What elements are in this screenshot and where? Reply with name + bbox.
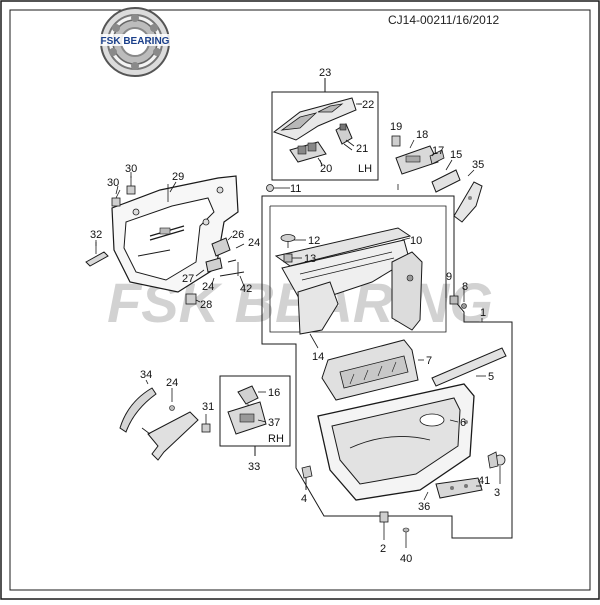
callout-16: 16 bbox=[268, 387, 280, 399]
callout-17: 17 bbox=[432, 145, 444, 157]
callout-34: 34 bbox=[140, 369, 152, 381]
callout-26: 26 bbox=[232, 229, 244, 241]
grab-handle-34 bbox=[119, 387, 211, 461]
armrest-7 bbox=[321, 339, 419, 401]
clips-12-13 bbox=[280, 234, 296, 263]
callout-1: 1 bbox=[480, 307, 486, 319]
label-lh: LH bbox=[358, 163, 372, 175]
callout-3: 3 bbox=[494, 487, 500, 499]
callout-31: 31 bbox=[202, 401, 214, 413]
side-trim-9 bbox=[391, 251, 467, 331]
callout-19: 19 bbox=[390, 121, 402, 133]
callout-29: 29 bbox=[172, 171, 184, 183]
callout-30b: 30 bbox=[107, 177, 119, 189]
callout-37: 37 bbox=[268, 417, 280, 429]
inner-handle-parts bbox=[391, 135, 483, 223]
leader-lines bbox=[95, 103, 501, 501]
callout-35: 35 bbox=[472, 159, 484, 171]
callout-8: 8 bbox=[462, 281, 468, 293]
callout-14: 14 bbox=[312, 351, 324, 363]
callout-18: 18 bbox=[416, 129, 428, 141]
callout-labels: 23 22 21 20 LH 30 30 29 32 26 24 27 24 2… bbox=[90, 67, 500, 565]
callout-42: 42 bbox=[240, 283, 252, 295]
callout-41: 41 bbox=[478, 475, 490, 487]
screw-11 bbox=[266, 184, 284, 192]
callout-9: 9 bbox=[446, 271, 452, 283]
label-rh: RH bbox=[268, 433, 284, 445]
callout-24b: 24 bbox=[202, 281, 214, 293]
callout-13: 13 bbox=[304, 253, 316, 265]
callout-15: 15 bbox=[450, 149, 462, 161]
callout-7: 7 bbox=[426, 355, 432, 367]
clip-30 bbox=[111, 176, 136, 207]
trim-strip-5 bbox=[431, 347, 507, 387]
callout-11: 11 bbox=[290, 183, 301, 195]
bearing-logo: FSK BEARING bbox=[96, 7, 174, 77]
callout-23: 23 bbox=[319, 67, 331, 79]
callout-40: 40 bbox=[400, 553, 412, 565]
callout-30a: 30 bbox=[125, 163, 137, 175]
switch-group-23 bbox=[271, 78, 379, 181]
callout-28: 28 bbox=[200, 299, 212, 311]
callout-33: 33 bbox=[248, 461, 260, 473]
callout-27: 27 bbox=[182, 273, 194, 285]
callout-21: 21 bbox=[356, 143, 368, 155]
callout-22: 22 bbox=[362, 99, 374, 111]
callout-12: 12 bbox=[308, 235, 320, 247]
drawing-date: 11/16/2012 bbox=[440, 13, 499, 27]
latch-parts bbox=[185, 237, 245, 305]
handle-32 bbox=[85, 242, 109, 267]
cap-3 bbox=[487, 451, 506, 469]
map-pocket bbox=[297, 281, 339, 335]
callout-10: 10 bbox=[410, 235, 422, 247]
callout-36: 36 bbox=[418, 501, 430, 513]
callout-24c: 24 bbox=[166, 377, 178, 389]
callout-20: 20 bbox=[320, 163, 332, 175]
screws-2-40 bbox=[379, 511, 410, 548]
callout-2: 2 bbox=[380, 543, 386, 555]
callout-4: 4 bbox=[301, 493, 307, 505]
callout-24a: 24 bbox=[248, 237, 260, 249]
door-panel-6 bbox=[317, 383, 475, 501]
switch-group-33 bbox=[219, 375, 291, 456]
logo-brand: FSK BEARING bbox=[101, 36, 170, 47]
drawing-frame bbox=[9, 9, 591, 591]
callout-6: 6 bbox=[460, 417, 466, 429]
drawing-code: CJ14-002 bbox=[388, 13, 440, 27]
callout-5: 5 bbox=[488, 371, 494, 383]
callout-32: 32 bbox=[90, 229, 102, 241]
switch-trim-41 bbox=[435, 477, 483, 499]
